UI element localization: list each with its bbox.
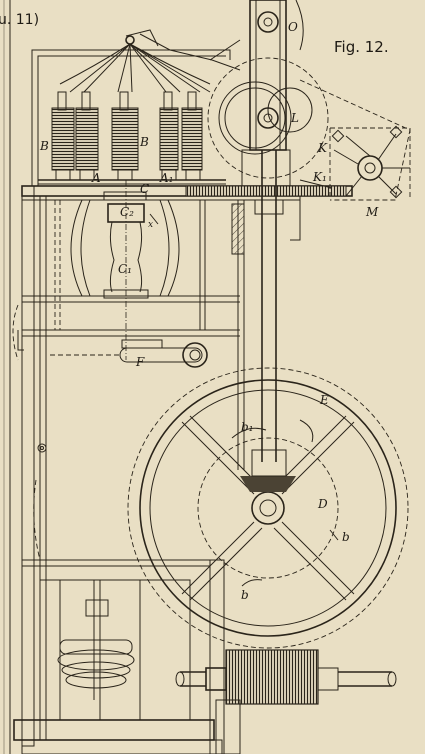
- label-a1: A₁: [159, 171, 173, 185]
- label-m: M: [365, 205, 379, 219]
- label-x: x: [148, 220, 153, 230]
- handwheel: [127, 367, 409, 649]
- label-b1: b₁: [241, 420, 254, 434]
- label-a: A: [91, 171, 101, 185]
- bobbin: [75, 91, 99, 181]
- worm-gear: [175, 649, 397, 754]
- label-c: C: [140, 182, 149, 196]
- figure-title: Fig. 12.: [334, 38, 389, 56]
- label-l: L: [290, 111, 299, 125]
- label-b-right: b: [342, 530, 350, 544]
- label-k1: K₁: [312, 170, 327, 184]
- label-b-bottom: b: [241, 588, 249, 602]
- corner-mark: u. 11): [0, 12, 39, 28]
- label-e: E: [319, 393, 329, 407]
- label-o: O: [288, 20, 298, 34]
- label-b-left: B: [39, 139, 49, 153]
- gear-train: [185, 79, 411, 255]
- label-c2: C₂: [120, 205, 134, 219]
- bobbin-creel: [38, 29, 241, 185]
- bobbin: [111, 91, 139, 181]
- lower-drive: [57, 580, 135, 700]
- pulley-assembly: [207, 0, 329, 187]
- plate-border: [3, 0, 11, 754]
- bobbin: [159, 91, 179, 181]
- vertical-shaft: [254, 150, 284, 462]
- labels: O L K K₁ M B B A A₁ C C₂ x C₁ F E b₁ D b…: [39, 20, 379, 602]
- bobbin: [181, 91, 203, 181]
- bobbin: [51, 91, 75, 181]
- label-k: K: [317, 141, 328, 155]
- label-b-mid: B: [139, 135, 149, 149]
- lever-f: [50, 339, 208, 368]
- distributor: [70, 180, 180, 360]
- label-c1: C₁: [118, 262, 132, 276]
- label-d: D: [317, 497, 328, 511]
- label-f: F: [135, 355, 145, 369]
